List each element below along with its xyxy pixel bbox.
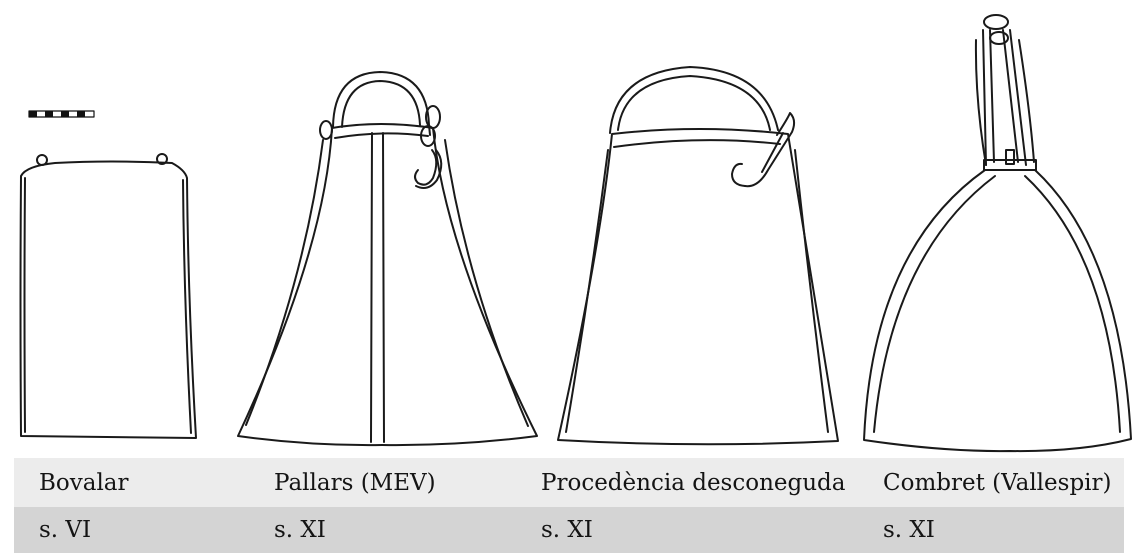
bell-pallars-drawing (238, 72, 537, 445)
bell-date-desconeguda: s. XI (541, 517, 593, 543)
bell-bovalar-drawing (21, 153, 197, 438)
bell-date-bovalar: s. VI (39, 517, 92, 543)
bell-date-combret: s. XI (883, 517, 935, 543)
bell-name-desconeguda: Procedència desconeguda (541, 469, 846, 496)
bell-date-pallars: s. XI (274, 517, 326, 543)
bell-combret-drawing (864, 15, 1131, 451)
bell-dates-row: s. VI s. XI s. XI s. XI (14, 507, 1124, 553)
bell-name-bovalar: Bovalar (39, 469, 129, 496)
bell-name-pallars: Pallars (MEV) (274, 469, 436, 496)
bells-drawing (0, 0, 1138, 458)
bell-names-row: Bovalar Pallars (MEV) Procedència descon… (14, 458, 1124, 507)
bell-desconeguda-drawing (558, 67, 838, 444)
scale-bar (29, 111, 94, 117)
bell-name-combret: Combret (Vallespir) (883, 469, 1112, 496)
